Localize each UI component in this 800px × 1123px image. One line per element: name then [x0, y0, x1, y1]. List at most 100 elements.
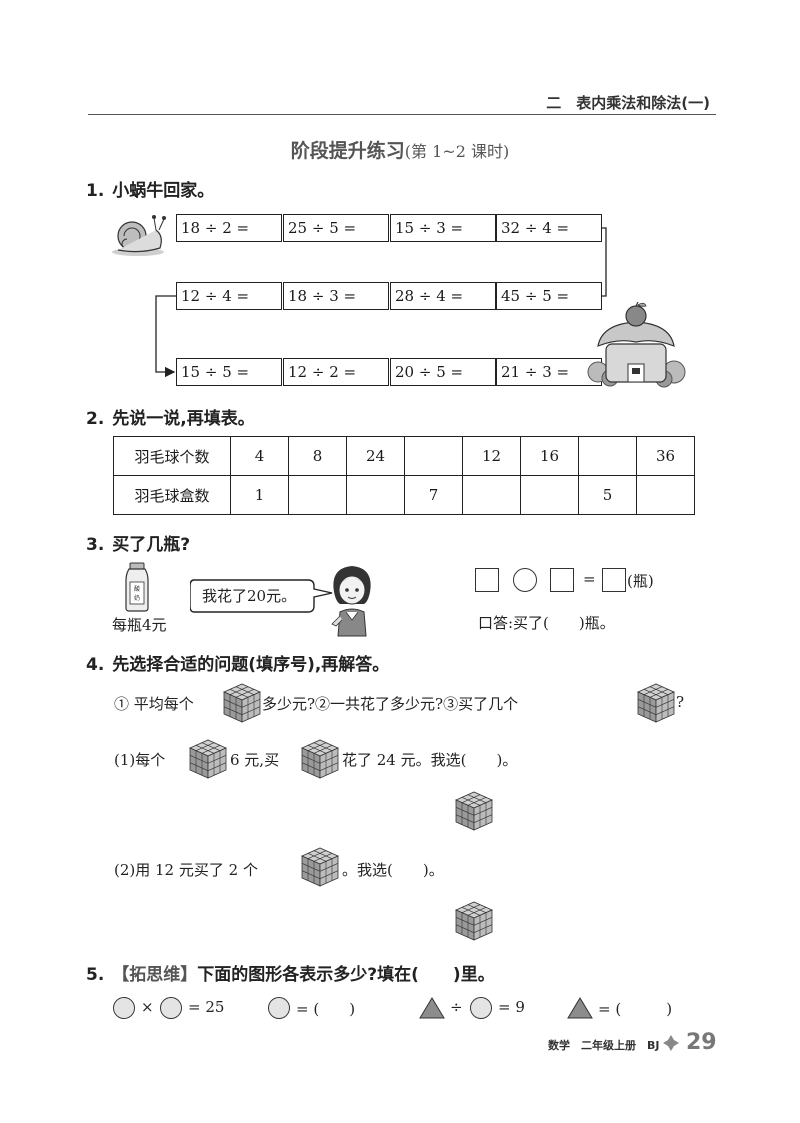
badminton-table: 羽毛球个数 4 8 24 12 16 36 羽毛球盒数 1 7 5: [113, 436, 695, 515]
speech-text: 我花了20元。: [202, 587, 297, 605]
division-box[interactable]: 32 ÷ 4 =: [496, 214, 602, 242]
house-icon: [587, 302, 686, 388]
oral-answer: 口答:买了( )瓶。: [478, 614, 615, 632]
circle-shape-icon: [268, 997, 290, 1019]
unit-label: (瓶): [627, 572, 654, 590]
decorative-diamond-icon: [663, 1035, 679, 1051]
table-cell[interactable]: [404, 436, 463, 476]
question-title: 买了几瓶?: [112, 535, 191, 555]
multiply-sign: ×: [141, 998, 154, 1016]
division-box[interactable]: 20 ÷ 5 =: [390, 358, 496, 386]
question-title: 小蜗牛回家。: [112, 181, 215, 201]
rubiks-cube-icon: [455, 791, 493, 831]
table-cell[interactable]: 1: [230, 475, 289, 515]
division-box[interactable]: 45 ÷ 5 =: [496, 282, 602, 310]
answer-box[interactable]: [475, 568, 499, 592]
divide-sign: ÷: [450, 998, 463, 1016]
table-cell[interactable]: 16: [520, 436, 579, 476]
equation-4-result[interactable]: = ( ): [598, 1000, 673, 1018]
problem-2-part-a: (2)用 12 元买了 2 个: [114, 861, 258, 879]
division-box[interactable]: 21 ÷ 3 =: [496, 358, 602, 386]
question-title: 先选择合适的问题(填序号),再解答。: [112, 655, 390, 675]
problem-1-part-c: 花了 24 元。我选( )。: [342, 751, 518, 769]
snail-icon: [112, 215, 166, 256]
division-box[interactable]: 15 ÷ 5 =: [176, 358, 282, 386]
question-2-heading: 2. 先说一说,再填表。: [86, 404, 255, 429]
rubiks-cube-icon: [301, 739, 339, 779]
answer-box[interactable]: [602, 568, 626, 592]
table-cell[interactable]: 12: [462, 436, 521, 476]
answer-box[interactable]: [550, 568, 574, 592]
question-number: 3.: [86, 535, 105, 555]
table-row: 羽毛球盒数 1 7 5: [113, 475, 695, 515]
triangle-shape-icon: [567, 997, 593, 1019]
equation-3-result: = 9: [498, 998, 525, 1016]
equation-2-result[interactable]: = ( ): [296, 1000, 356, 1018]
speech-bubble: [190, 579, 333, 613]
table-row: 羽毛球个数 4 8 24 12 16 36: [113, 436, 695, 476]
bottle-label-top: 酸: [134, 585, 140, 593]
table-cell[interactable]: 7: [404, 475, 463, 515]
table-cell[interactable]: 8: [288, 436, 347, 476]
problem-1-part-a: (1)每个: [114, 751, 166, 769]
option-text-2: 多少元?②一共花了多少元?③买了几个: [262, 695, 519, 713]
equation-1-result: = 25: [188, 998, 225, 1016]
circle-shape-icon: [160, 997, 182, 1019]
row-header: 羽毛球盒数: [113, 475, 231, 515]
section-title: 阶段提升练习: [290, 140, 405, 162]
division-box[interactable]: 12 ÷ 4 =: [176, 282, 282, 310]
row-header: 羽毛球个数: [113, 436, 231, 476]
operator-circle[interactable]: [513, 568, 537, 592]
bottle-label-bottom: 奶: [134, 594, 140, 602]
circle-shape-icon: [113, 997, 135, 1019]
problem-1-part-b: 6 元,买: [230, 751, 280, 769]
division-box[interactable]: 12 ÷ 2 =: [283, 358, 389, 386]
question-number: 4.: [86, 655, 105, 675]
division-box[interactable]: 18 ÷ 3 =: [283, 282, 389, 310]
question-1-heading: 1. 小蜗牛回家。: [86, 176, 214, 201]
option-text-1: ① 平均每个: [114, 695, 194, 713]
rubiks-cube-icon: [223, 683, 261, 723]
thinking-tag: 【拓思维】: [112, 965, 198, 985]
section-subtitle: (第 1~2 课时): [404, 142, 510, 161]
triangle-shape-icon: [419, 997, 445, 1019]
table-cell[interactable]: 36: [636, 436, 695, 476]
rubiks-cube-icon: [637, 683, 675, 723]
question-5-heading: 5. 【拓思维】下面的图形各表示多少?填在( )里。: [86, 960, 495, 985]
rubiks-cube-icon: [301, 847, 339, 887]
question-number: 5.: [86, 965, 105, 985]
section-heading: 阶段提升练习(第 1~2 课时): [0, 136, 800, 163]
table-cell[interactable]: [578, 436, 637, 476]
question-title: 下面的图形各表示多少?填在( )里。: [197, 965, 495, 985]
table-cell[interactable]: [346, 475, 405, 515]
footer-book-label: 数学 二年级上册 BJ: [548, 1039, 660, 1052]
chapter-title: 二 表内乘法和除法(一): [546, 94, 710, 112]
page-number: 29: [686, 1030, 717, 1055]
problem-2-part-b: 。我选( )。: [342, 861, 444, 879]
table-cell[interactable]: 5: [578, 475, 637, 515]
division-box[interactable]: 18 ÷ 2 =: [176, 214, 282, 242]
question-3-heading: 3. 买了几瓶?: [86, 530, 190, 555]
table-cell[interactable]: [462, 475, 521, 515]
division-box[interactable]: 28 ÷ 4 =: [390, 282, 496, 310]
question-number: 2.: [86, 409, 105, 429]
rubiks-cube-icon: [189, 739, 227, 779]
division-box[interactable]: 25 ÷ 5 =: [283, 214, 389, 242]
equals-sign: =: [583, 570, 596, 588]
rubiks-cube-icon: [455, 901, 493, 941]
question-4-heading: 4. 先选择合适的问题(填序号),再解答。: [86, 650, 389, 675]
question-title: 先说一说,再填表。: [112, 409, 255, 429]
price-label: 每瓶4元: [112, 616, 167, 634]
table-cell[interactable]: [636, 475, 695, 515]
yogurt-bottle-icon: 酸 奶: [125, 562, 149, 612]
circle-shape-icon: [470, 997, 492, 1019]
table-cell[interactable]: [520, 475, 579, 515]
division-box[interactable]: 15 ÷ 3 =: [390, 214, 496, 242]
girl-icon: [331, 566, 371, 637]
table-cell[interactable]: [288, 475, 347, 515]
table-cell[interactable]: 24: [346, 436, 405, 476]
option-text-3: ?: [676, 693, 685, 711]
table-cell[interactable]: 4: [230, 436, 289, 476]
header-divider: [88, 114, 716, 115]
question-number: 1.: [86, 181, 105, 201]
